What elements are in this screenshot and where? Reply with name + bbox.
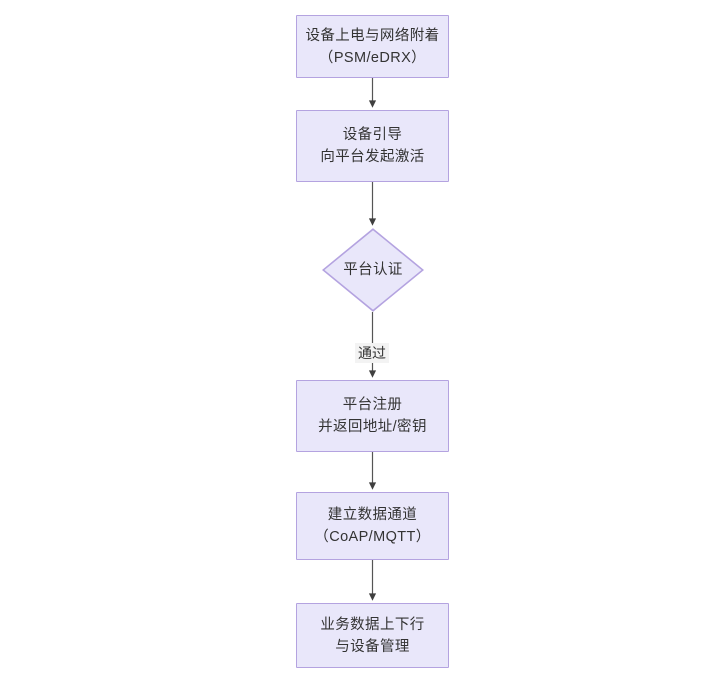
node-power-on-network-attach[interactable]: 设备上电与网络附着 （PSM/eDRX） [296, 15, 449, 78]
node-label-line-2: （CoAP/MQTT） [314, 529, 431, 545]
node-platform-authentication-decision[interactable]: 平台认证 [322, 228, 424, 312]
node-label-line-1: 平台注册 [342, 397, 403, 413]
node-label-line-2: 向平台发起激活 [320, 149, 425, 165]
node-business-data-and-device-management[interactable]: 业务数据上下行 与设备管理 [296, 603, 449, 668]
node-label-line-1: 建立数据通道 [327, 507, 418, 523]
edge-label-pass: 通过 [355, 343, 389, 363]
node-platform-registration[interactable]: 平台注册 并返回地址/密钥 [296, 380, 449, 452]
node-label-line-1: 设备引导 [342, 127, 403, 143]
node-label-line-2: 与设备管理 [335, 638, 410, 655]
node-label-line-2: （PSM/eDRX） [318, 49, 427, 66]
node-label-line-1: 设备上电与网络附着 [305, 27, 440, 44]
node-label-line-1: 平台认证 [343, 262, 403, 278]
node-establish-data-channel[interactable]: 建立数据通道 （CoAP/MQTT） [296, 492, 449, 560]
node-device-bootstrap-activation[interactable]: 设备引导 向平台发起激活 [296, 110, 449, 182]
node-label-line-1: 业务数据上下行 [320, 616, 425, 633]
node-label-line-2: 并返回地址/密钥 [318, 419, 427, 435]
diamond-shape [322, 228, 424, 312]
